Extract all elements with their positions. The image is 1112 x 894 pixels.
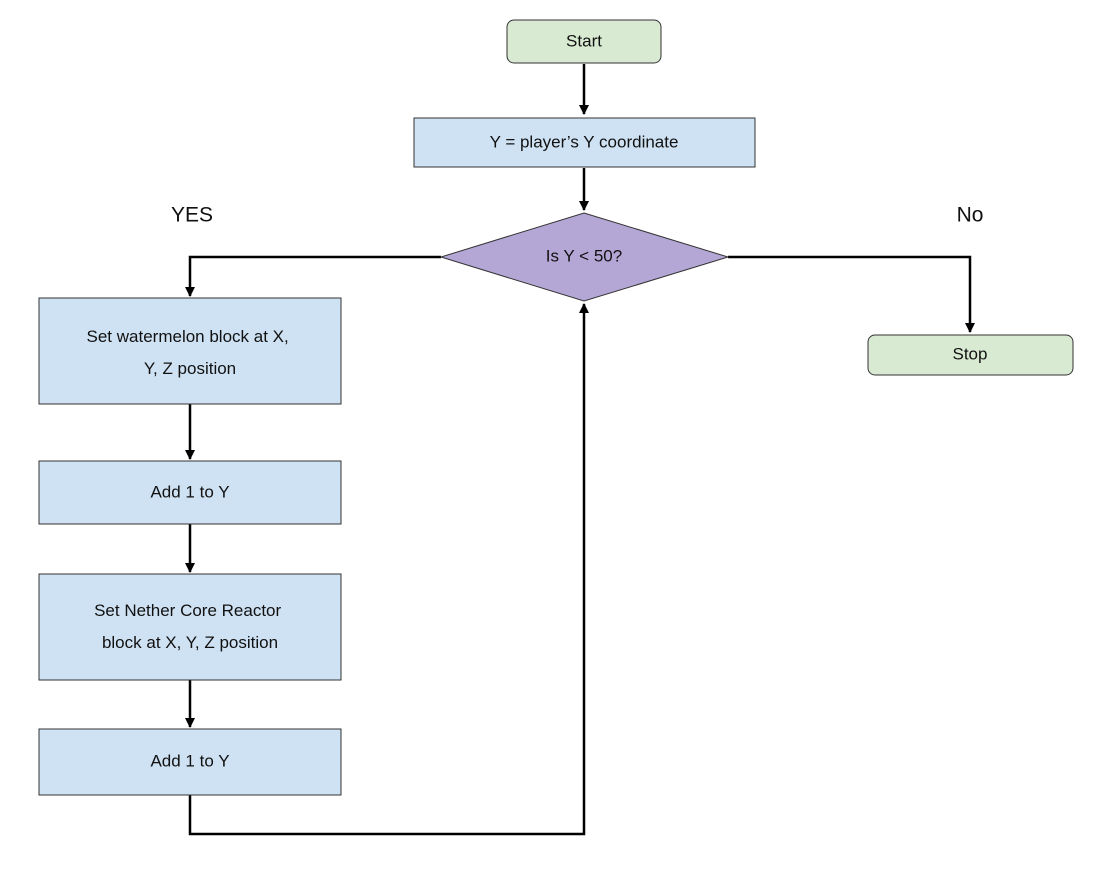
set-reactor-node: Set Nether Core Reactor block at X, Y, Z… [38,573,342,681]
assign-y-label: Y = player’s Y coordinate [490,132,679,151]
add-one-label-b: Add 1 to Y [150,751,229,770]
add-one-node-b: Add 1 to Y [38,728,342,796]
add-one-label-a: Add 1 to Y [150,482,229,501]
yes-branch-label: YES [171,204,213,227]
edges [185,64,975,836]
set-watermelon-shape [38,297,342,405]
decision-label: Is Y < 50? [546,246,622,265]
add-one-shape-a [38,460,342,525]
decision-shape [439,212,730,302]
start-node: Start [506,19,662,64]
set-watermelon-label: Set watermelon block at X, Y, Z position [87,327,294,378]
start-label: Start [566,31,602,50]
set-reactor-line-1: Set Nether Core Reactor [94,601,281,620]
start-shape [506,19,662,64]
stop-node: Stop [867,334,1074,376]
no-branch-label: No [957,204,984,227]
edge-decision-no [728,255,975,333]
assign-y-shape [413,117,756,168]
stop-shape [867,334,1074,376]
set-watermelon-line-2: Y, Z position [144,359,236,378]
add-one-shape-b [38,728,342,796]
edge-decision-yes [185,255,441,297]
set-watermelon-node: Set watermelon block at X, Y, Z position [38,297,342,405]
set-reactor-shape [38,573,342,681]
decision-node: Is Y < 50? [439,212,730,302]
assign-y-node: Y = player’s Y coordinate [413,117,756,168]
edge-loop-back [188,303,589,836]
stop-label: Stop [953,344,988,363]
set-reactor-label: Set Nether Core Reactor block at X, Y, Z… [94,601,286,652]
set-reactor-line-2: block at X, Y, Z position [102,633,278,652]
set-watermelon-line-1: Set watermelon block at X, [87,327,289,346]
add-one-node-a: Add 1 to Y [38,460,342,525]
